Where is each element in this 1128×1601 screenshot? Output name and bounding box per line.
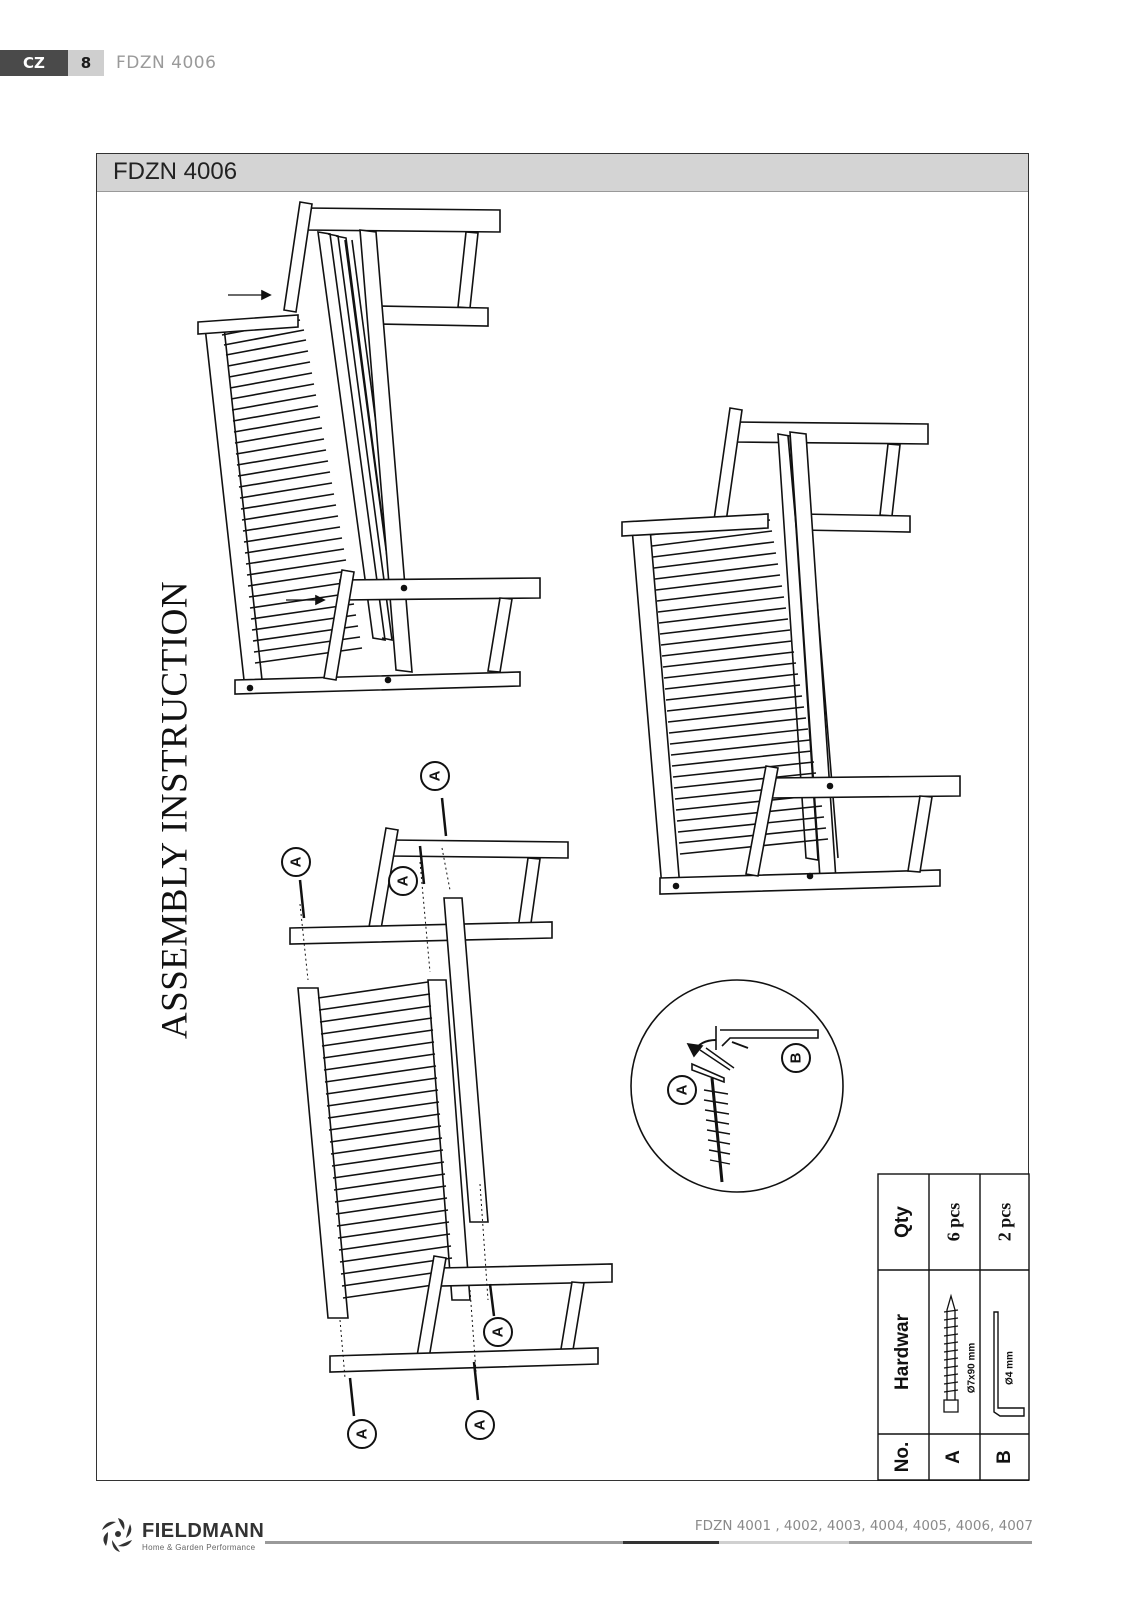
assembly-heading-text: ASSEMBLY INSTRUCTION — [154, 580, 196, 1040]
instruction-frame: FDZN 4006 — [96, 153, 1029, 1481]
hardware-table-grid — [877, 1173, 1030, 1481]
fieldmann-logo-icon — [102, 1518, 132, 1552]
bench-assembled-right — [621, 407, 961, 895]
footer-bar-4 — [849, 1541, 1032, 1544]
bench-exploded — [289, 797, 613, 1417]
page-number: 8 — [68, 50, 104, 76]
screw-icon — [943, 1293, 959, 1413]
page-header: CZ 8 FDZN 4006 — [0, 50, 216, 76]
allen-key-icon — [993, 1311, 1025, 1417]
footer-bar-2 — [623, 1541, 719, 1544]
frame-title-bar: FDZN 4006 — [97, 154, 1028, 192]
footer-bar-3 — [719, 1541, 849, 1544]
frame-title: FDZN 4006 — [113, 158, 238, 185]
language-tab: CZ — [0, 50, 68, 76]
brand-tagline: Home & Garden Performance — [142, 1543, 256, 1552]
footer-bar-1 — [265, 1541, 623, 1544]
footer-models: FDZN 4001 , 4002, 4003, 4004, 4005, 4006… — [694, 1518, 1033, 1534]
callout-circles — [281, 761, 513, 1449]
brand-name: FIELDMANN — [142, 1520, 265, 1542]
bench-assembled-top — [197, 201, 541, 695]
detail-circle — [630, 979, 844, 1193]
header-model: FDZN 4006 — [116, 53, 217, 73]
